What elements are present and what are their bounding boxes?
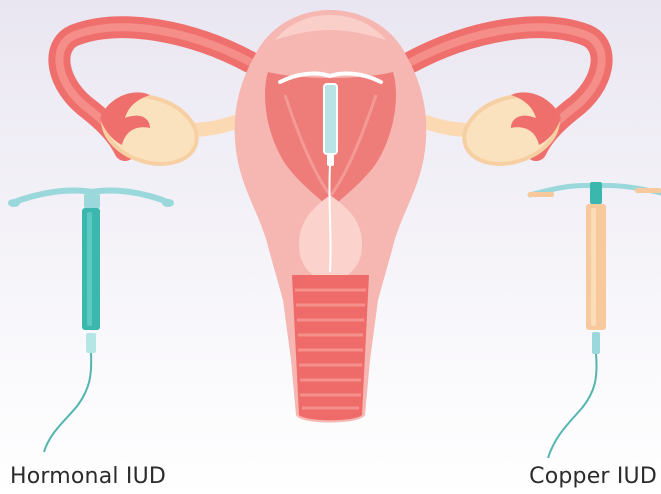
- copper-iud-icon: [528, 182, 661, 458]
- hormonal-iud-icon: [8, 190, 174, 452]
- copper-iud-string: [548, 354, 597, 458]
- uterus-illustration: [59, 10, 601, 423]
- vaginal-canal: [292, 275, 369, 420]
- copper-iud-label: Copper IUD: [529, 462, 657, 492]
- hormonal-iud-label: Hormonal IUD: [10, 462, 166, 492]
- hormonal-iud-string: [44, 353, 91, 452]
